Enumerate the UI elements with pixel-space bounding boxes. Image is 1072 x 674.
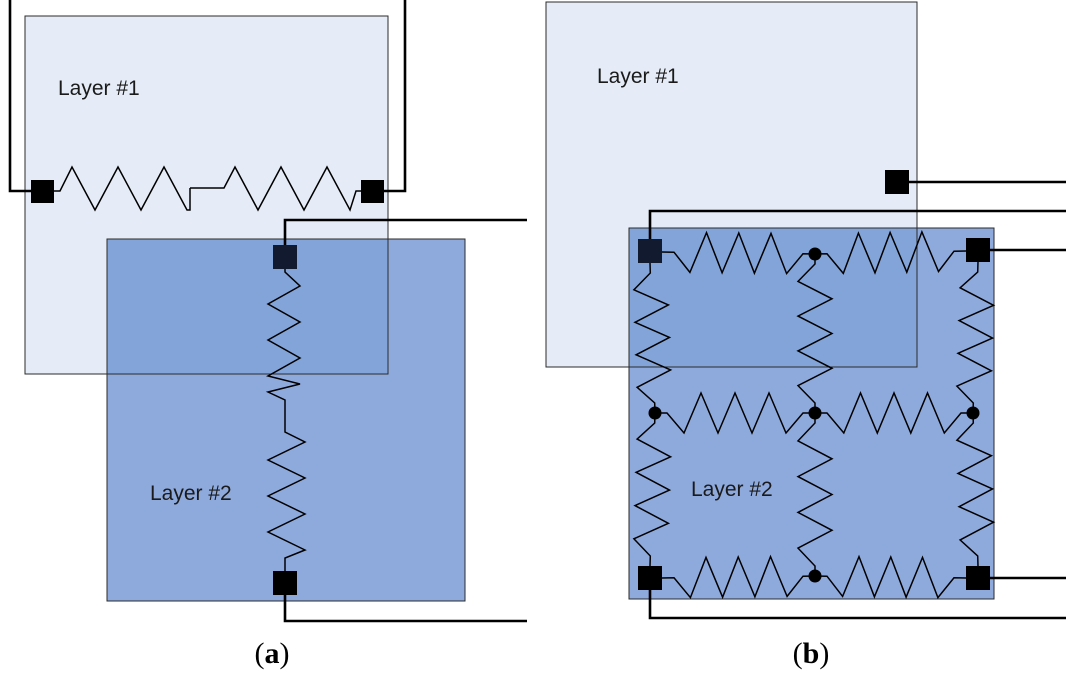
panel-b-terminal-bottom-left: [638, 566, 662, 590]
panel-b-caption: (b): [793, 637, 830, 670]
panel-a-resistor-layer1-left: [53, 165, 191, 212]
panel-b-resistor-center-upper: [796, 254, 834, 413]
panel-a-layer2-label: Layer #2: [150, 482, 232, 505]
panel-a-top-lead-wire: [283, 218, 527, 246]
panel-b-resistor-top-right: [814, 229, 967, 275]
panel-a-terminal-left: [31, 180, 54, 203]
panel-b-terminal-bottom-right: [966, 566, 990, 590]
panel-b-terminal-top-left: [638, 239, 662, 263]
panel-a-resistor-layer1-right: [190, 165, 361, 212]
panel-b-top-left-lead-wire: [648, 209, 1066, 240]
panel-a-right-lead-wire: [383, 0, 407, 193]
panel-a-bottom-lead-wire: [283, 594, 527, 623]
panel-b-resistor-middle-right: [815, 391, 973, 435]
panel-a: Layer #1 Layer #2 (a): [8, 0, 527, 670]
panel-b-resistor-network: [632, 229, 996, 600]
panel-b-node-bottom-middle: [808, 569, 822, 583]
panel-b-bottom-left-lead-wire: [648, 590, 1066, 620]
panel-a-resistor-vertical-upper: [265, 268, 302, 404]
panel-b-resistor-bottom-left: [661, 554, 816, 600]
panel-b-layer2-label: Layer #2: [691, 478, 773, 501]
panel-a-layer1-label: Layer #1: [58, 77, 140, 100]
panel-a-terminal-top: [273, 245, 297, 269]
panel-b-resistor-right-upper: [955, 261, 996, 414]
panel-a-terminal-bottom: [273, 571, 297, 595]
panel-b-resistor-right-lower: [955, 412, 996, 567]
panel-b-terminal-layer1: [885, 170, 909, 194]
panel-b-resistor-left-upper: [632, 262, 673, 414]
panel-b-node-center: [808, 406, 822, 420]
panel-a-terminal-right: [361, 180, 384, 203]
panel-b-resistor-middle-left: [655, 391, 815, 435]
panel-b-node-middle-right: [966, 406, 980, 420]
panel-b-resistor-center-lower: [796, 413, 834, 576]
panel-b-resistor-top-left: [661, 230, 816, 276]
panel-a-left-lead-wire: [8, 0, 31, 193]
panel-b-node-top-middle: [808, 247, 822, 261]
panel-b-overlap-region: [629, 228, 917, 367]
panel-b-node-middle-left: [648, 406, 662, 420]
panel-b: Layer #1 Layer #2 (b): [545, 1, 1066, 670]
panel-b-layer1-label: Layer #1: [597, 65, 679, 88]
panel-a-resistor-vertical-lower: [266, 404, 307, 572]
panel-a-overlap-region: [107, 239, 388, 374]
panel-b-terminal-top-right: [966, 238, 990, 262]
panel-b-resistor-left-lower: [632, 412, 673, 567]
panel-b-resistor-bottom-right: [814, 554, 967, 600]
panel-a-caption: (a): [255, 637, 290, 670]
